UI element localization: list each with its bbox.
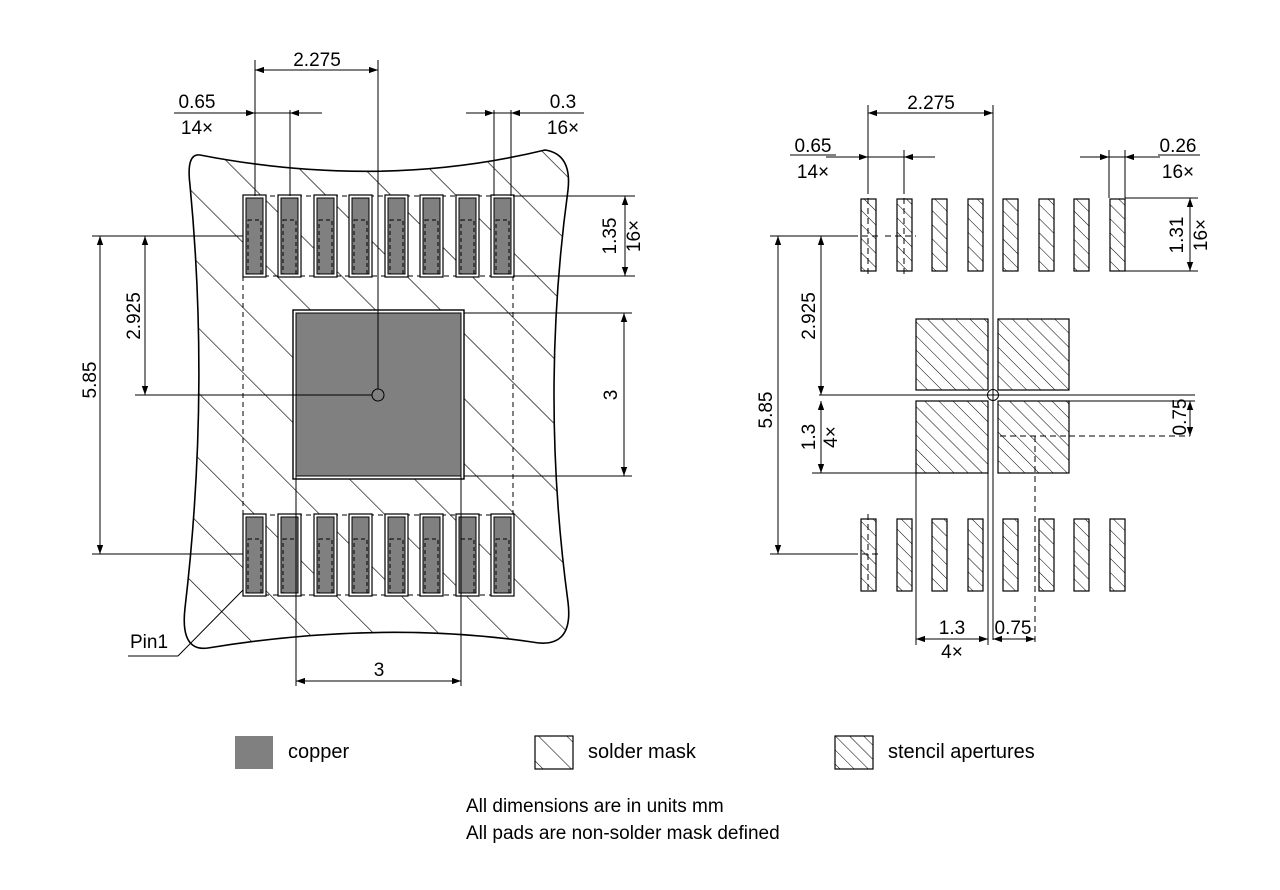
dim-pad-width-count: 16× <box>547 118 579 139</box>
dim-right-aperture-count-bottom: 4× <box>941 642 963 663</box>
copper-pad <box>277 194 302 278</box>
stencil-pad <box>931 518 948 592</box>
stencil-pad <box>1038 198 1055 272</box>
dim-center-to-row: 2.925 <box>124 292 145 340</box>
stencil-pad <box>1002 198 1019 272</box>
dim-thermal-width: 3 <box>374 660 385 681</box>
legend-stencil-label: stencil apertures <box>888 741 1035 763</box>
stencil-aperture <box>915 318 989 391</box>
stencil-aperture <box>915 400 989 474</box>
copper-pad <box>242 513 267 597</box>
dim-pad-length-value: 1.35 <box>600 218 621 255</box>
right-view: 2.275 0.65 14× 0.26 16× 1.31 16× 5.85 2.… <box>756 93 1212 663</box>
stencil-pads-top-row <box>860 198 1126 272</box>
copper-pads-top-row <box>242 194 515 278</box>
dim-right-aperture-gap-vertical: 0.75 <box>1170 399 1191 436</box>
dim-right-pad-width-count: 16× <box>1162 162 1194 183</box>
legend: copper solder mask stencil apertures <box>235 735 1035 770</box>
copper-pad <box>313 194 338 278</box>
dim-right-pitch-count: 14× <box>797 162 829 183</box>
stencil-pad <box>931 198 948 272</box>
dim-right-aperture-gap: 0.75 <box>995 618 1032 639</box>
copper-pad <box>277 513 302 597</box>
stencil-pad <box>896 518 913 592</box>
dim-pad-length-count: 16× <box>624 220 645 252</box>
legend-copper-label: copper <box>288 741 349 763</box>
copper-pad <box>384 513 409 597</box>
copper-pads-bottom-row <box>242 513 515 597</box>
stencil-pad <box>1038 518 1055 592</box>
copper-pad <box>419 194 444 278</box>
stencil-pad <box>1109 198 1126 272</box>
copper-pad <box>490 513 515 597</box>
stencil-pad <box>1073 198 1090 272</box>
dim-right-pad-width-value: 0.26 <box>1160 136 1197 157</box>
dim-row-to-row: 5.85 <box>80 362 101 399</box>
center-mark-right <box>987 389 999 401</box>
stencil-aperture <box>997 400 1070 474</box>
copper-pad <box>419 513 444 597</box>
dim-right-aperture-size-count: 4× <box>821 426 842 448</box>
dim-pitch-value: 0.65 <box>179 92 216 113</box>
copper-pad <box>490 194 515 278</box>
dim-right-pad-length-value: 1.31 <box>1167 217 1188 254</box>
stencil-aperture <box>997 318 1070 391</box>
copper-pad <box>348 513 373 597</box>
stencil-pad <box>1002 518 1019 592</box>
dim-right-pitch-value: 0.65 <box>795 136 832 157</box>
copper-pad <box>384 194 409 278</box>
stencil-pad <box>967 518 984 592</box>
dim-thermal-height: 3 <box>601 390 622 401</box>
dim-center-to-pad-x: 2.275 <box>293 50 341 71</box>
dim-right-aperture-size-value: 1.3 <box>799 424 820 450</box>
legend-copper-swatch <box>235 736 273 769</box>
copper-pad <box>348 194 373 278</box>
stencil-pad <box>967 198 984 272</box>
dim-right-center-to-row: 2.925 <box>799 292 820 340</box>
copper-pad <box>455 513 480 597</box>
legend-solder-mask-swatch <box>534 735 574 770</box>
copper-pad <box>313 513 338 597</box>
dim-pad-width-value: 0.3 <box>550 92 576 113</box>
stencil-pad <box>1109 518 1126 592</box>
left-view: 2.275 0.65 14× 0.3 16× 1.35 16× 5.85 2.9… <box>80 50 645 686</box>
note-units: All dimensions are in units mm <box>466 796 724 817</box>
copper-pad <box>455 194 480 278</box>
dim-right-aperture-size-bottom: 1.3 <box>939 618 965 639</box>
dim-right-row-to-row: 5.85 <box>756 392 777 429</box>
legend-solder-mask-label: solder mask <box>588 741 697 763</box>
legend-stencil-swatch <box>834 735 874 770</box>
dim-right-center-to-pad-x: 2.275 <box>907 93 955 114</box>
copper-pad <box>242 194 267 278</box>
note-pads: All pads are non-solder mask defined <box>466 823 780 844</box>
dim-pitch-count: 14× <box>181 118 213 139</box>
pin1-label: Pin1 <box>130 632 168 653</box>
stencil-pad <box>1073 518 1090 592</box>
dim-right-pad-length-count: 16× <box>1191 219 1212 251</box>
thermal-stencil-apertures <box>915 318 1070 474</box>
